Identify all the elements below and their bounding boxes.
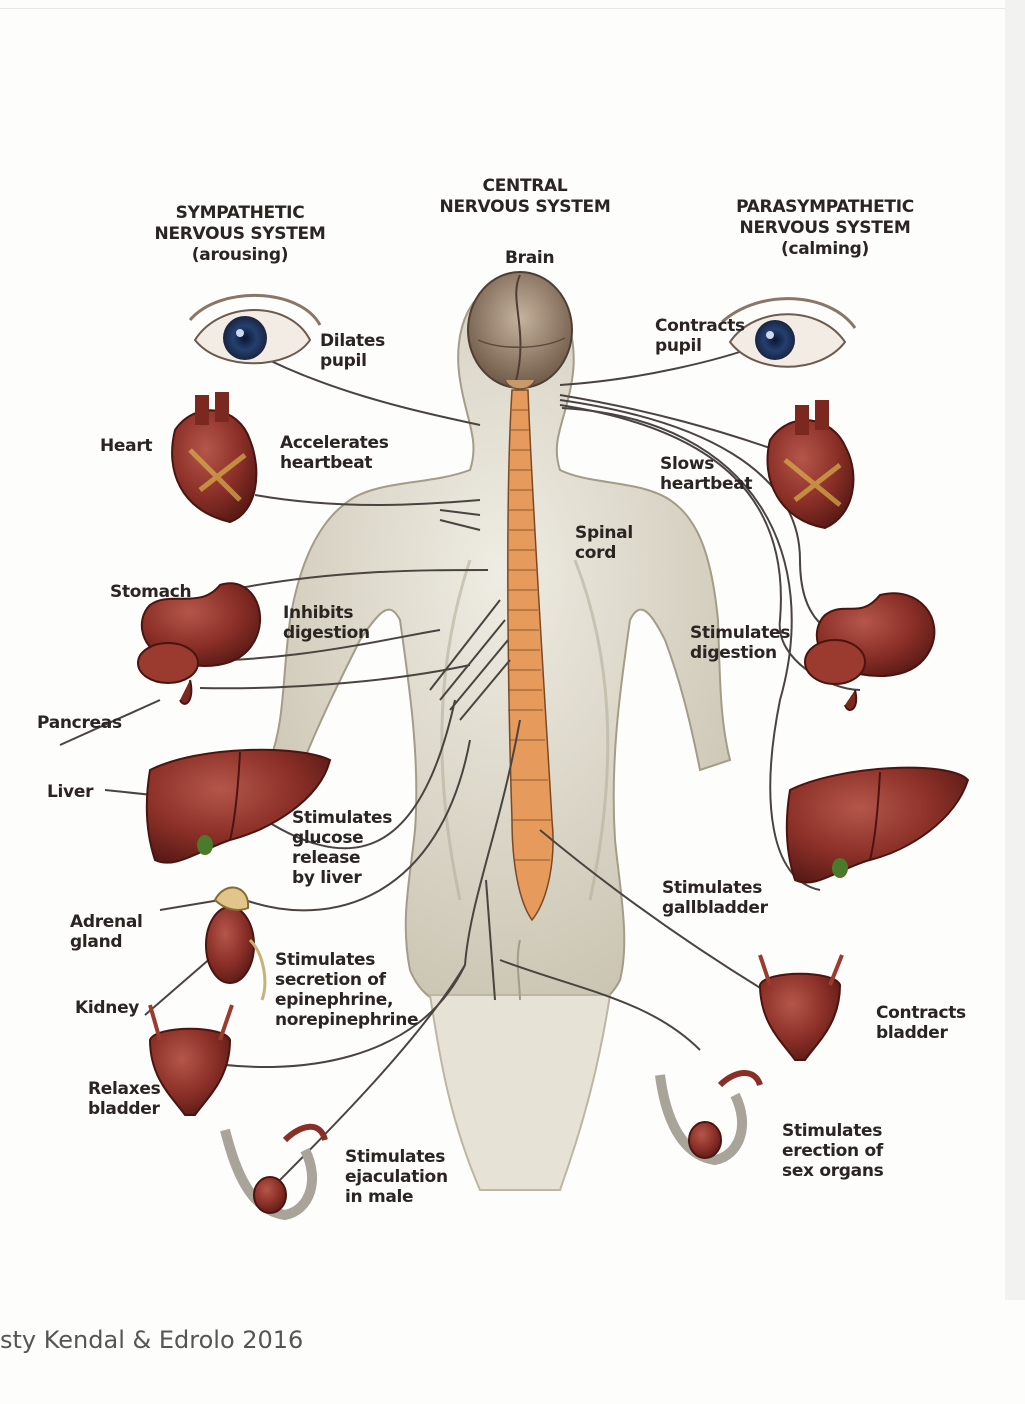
label-heart: Heart (100, 436, 152, 456)
bladder-left-illustration (150, 1005, 232, 1115)
heading-sympathetic: SYMPATHETIC NERVOUS SYSTEM (arousing) (140, 203, 340, 266)
liver-right-illustration (787, 768, 968, 883)
label-contracts-pupil: Contracts pupil (655, 316, 745, 356)
heading-central: CENTRAL NERVOUS SYSTEM (425, 176, 625, 218)
brain-illustration (468, 272, 572, 389)
label-spinal-cord: Spinal cord (575, 523, 633, 563)
label-adrenal-gland: Adrenal gland (70, 912, 143, 952)
label-pancreas: Pancreas (37, 713, 122, 733)
label-stimulates-digestion: Stimulates digestion (690, 623, 790, 663)
label-liver: Liver (47, 782, 93, 802)
label-contracts-bladder: Contracts bladder (876, 1003, 966, 1043)
label-kidney: Kidney (75, 998, 139, 1018)
heading-parasympathetic: PARASYMPATHETIC NERVOUS SYSTEM (calming) (720, 197, 930, 260)
label-slows-heartbeat: Slows heartbeat (660, 454, 752, 494)
heart-right-illustration (767, 400, 853, 528)
eye-left-illustration (190, 295, 320, 363)
stomach-right-illustration (805, 593, 934, 710)
human-body-back (270, 282, 730, 1190)
label-dilates-pupil: Dilates pupil (320, 331, 385, 371)
label-stimulates-secretion: Stimulates secretion of epinephrine, nor… (275, 950, 418, 1030)
heart-left-illustration (172, 392, 256, 522)
label-relaxes-bladder: Relaxes bladder (88, 1079, 160, 1119)
reproductive-left-illustration (225, 1127, 325, 1215)
label-stimulates-ejaculation: Stimulates ejaculation in male (345, 1147, 448, 1207)
bladder-right-illustration (760, 955, 842, 1060)
side-margin (1005, 0, 1025, 1300)
label-stimulates-erection: Stimulates erection of sex organs (782, 1121, 883, 1181)
label-stomach: Stomach (110, 582, 191, 602)
label-stimulates-gallbladder: Stimulates gallbladder (662, 878, 768, 918)
label-brain: Brain (505, 248, 554, 268)
label-accelerates-heartbeat: Accelerates heartbeat (280, 433, 389, 473)
reproductive-right-illustration (660, 1073, 760, 1160)
label-inhibits-digestion: Inhibits digestion (283, 603, 370, 643)
label-stimulates-glucose: Stimulates glucose release by liver (292, 808, 392, 888)
image-credit: sty Kendal & Edrolo 2016 (0, 1326, 303, 1354)
